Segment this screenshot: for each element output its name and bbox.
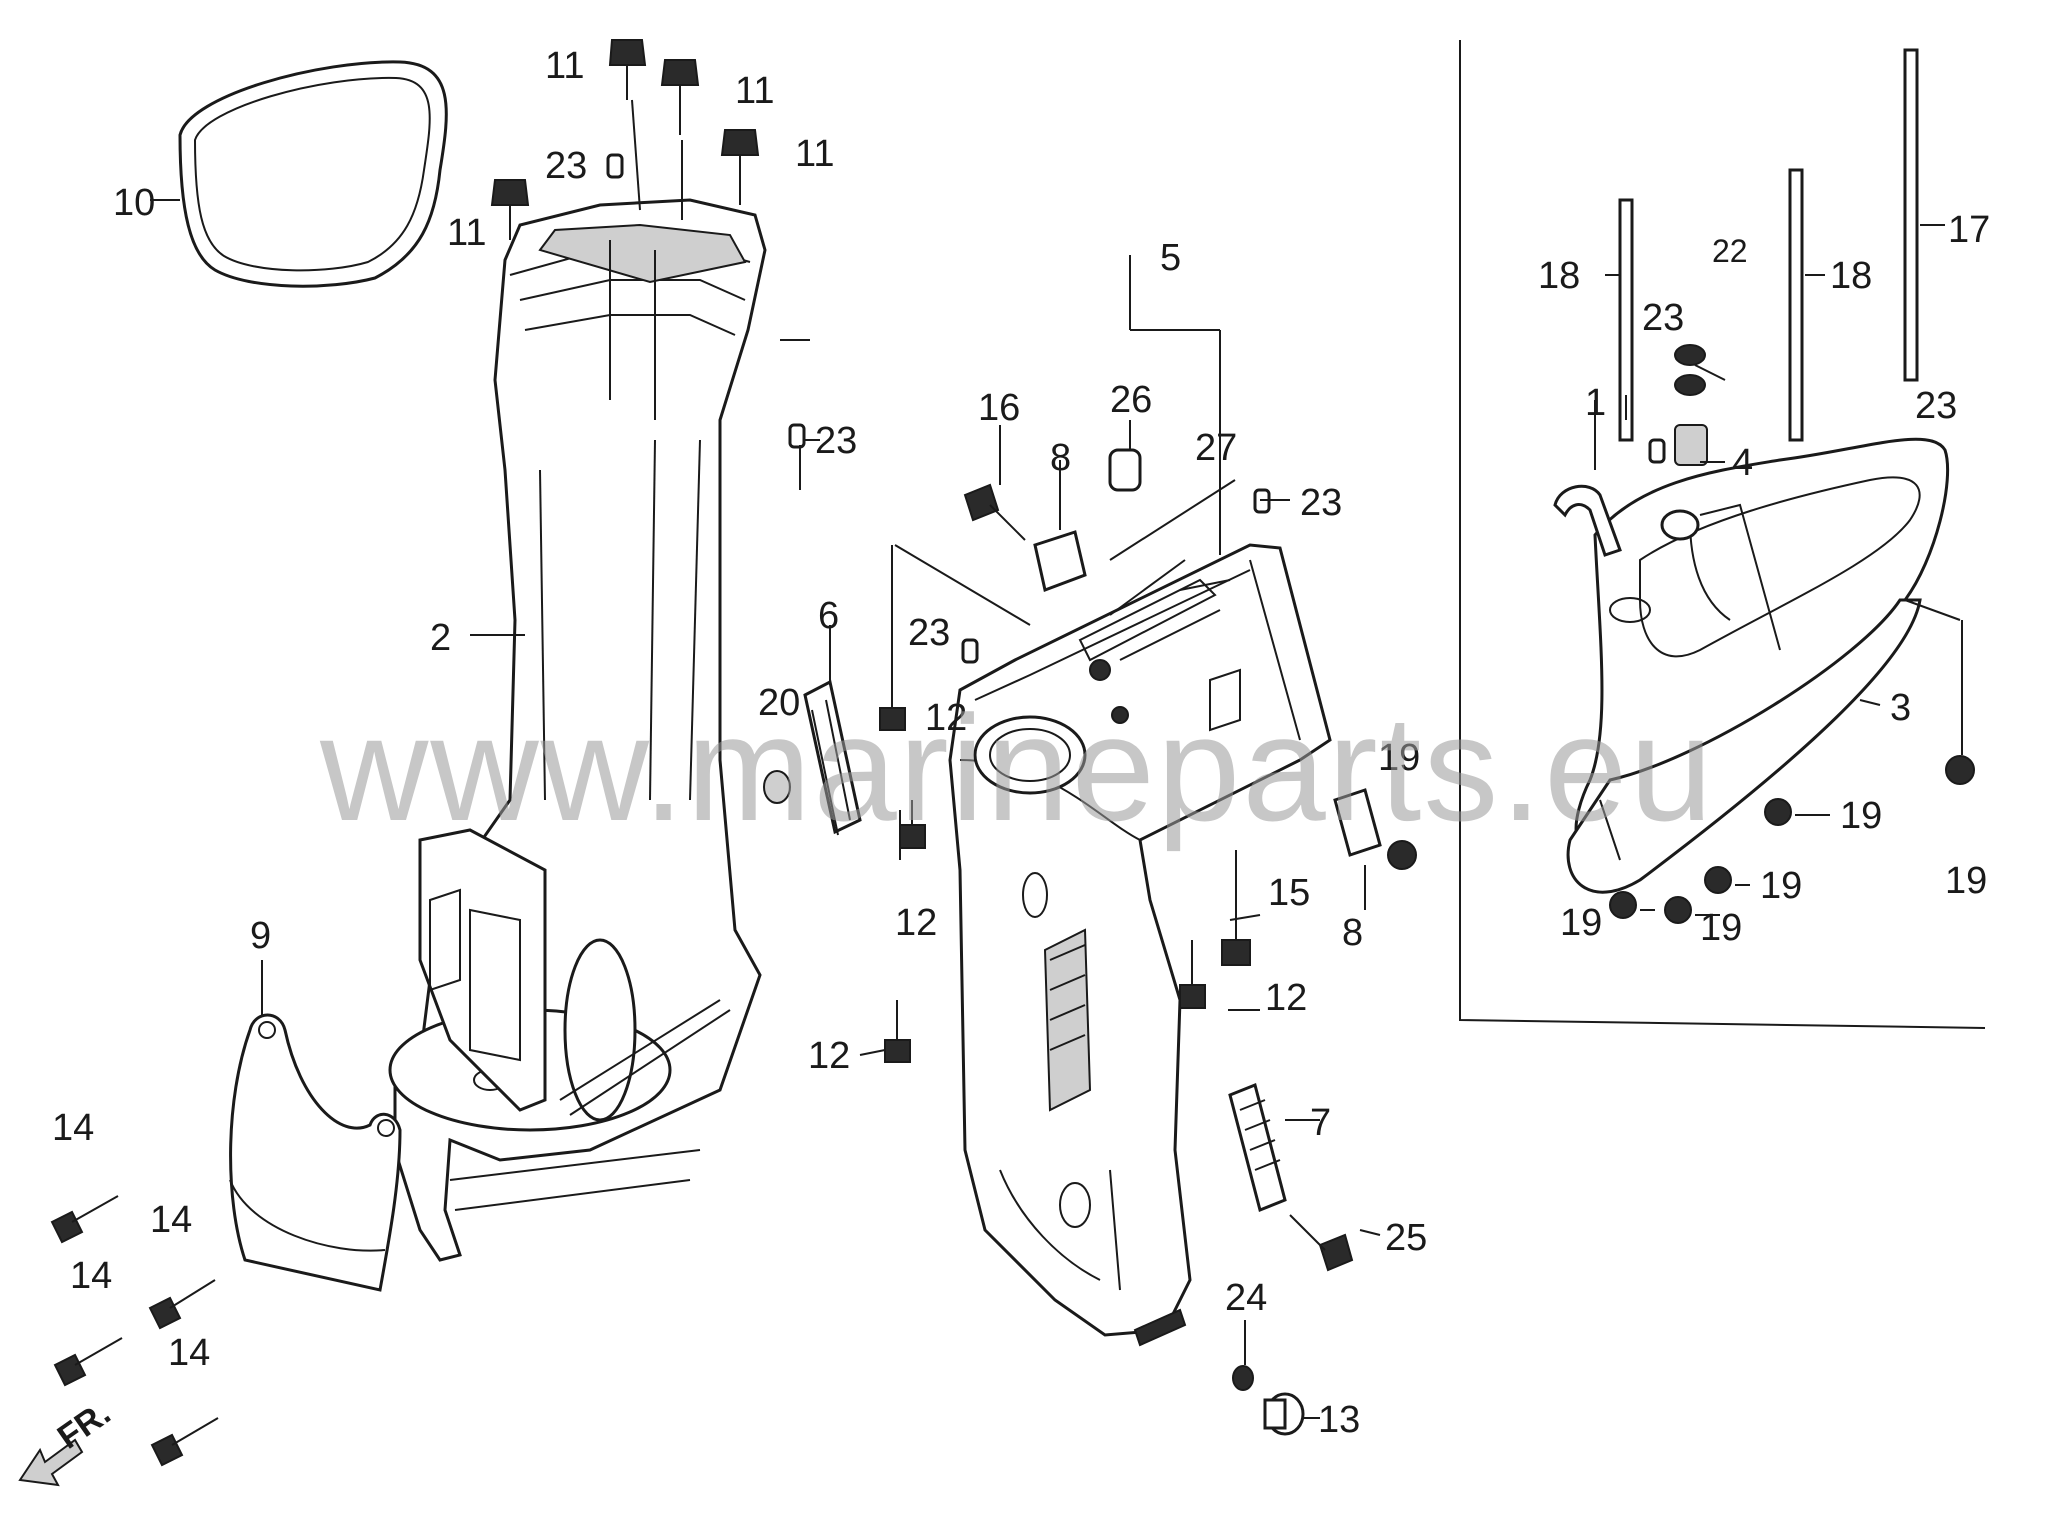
plug-20 [763,770,791,804]
callout-8: 8 [1342,912,1363,954]
callout-2: 2 [430,617,451,659]
bolt-14-set [50,1195,219,1467]
callout-23: 23 [1642,297,1684,339]
bolt-25 [1289,1214,1354,1272]
pad-8-set [1033,530,1382,857]
callout-6: 6 [818,595,839,637]
callout-18: 18 [1830,255,1872,297]
callout-18: 18 [1538,255,1580,297]
callout-14: 14 [168,1332,210,1374]
callout-23: 23 [1915,385,1957,427]
callout-4: 4 [1732,442,1753,484]
inset-pickup-1 [1553,484,1622,557]
water-screen-7 [1228,1082,1287,1213]
callout-23: 23 [1300,482,1342,524]
callout-11: 11 [795,133,834,175]
drain-plug-13 [1263,1392,1305,1436]
water-screen-6 [803,679,862,836]
cap-26 [1108,448,1142,492]
bolt-16 [963,483,1026,541]
callout-23: 23 [815,420,857,462]
callout-15: 15 [1268,872,1310,914]
inset-nut-19-set [1609,755,1975,924]
dowel-pin-set [606,153,1666,664]
callout-22: 22 [1712,233,1748,269]
callout-9: 9 [250,915,271,957]
callout-12: 12 [895,902,937,944]
exhaust-bracket [229,1013,402,1292]
callout-13: 13 [1318,1399,1360,1441]
inset-nut-stack [1660,344,1708,541]
inset-studs [1618,48,1919,442]
callout-17: 17 [1948,209,1990,251]
callout-12: 12 [1265,977,1307,1019]
callout-26: 26 [1110,379,1152,421]
callout-19: 19 [1945,860,1987,902]
callout-19: 19 [1700,907,1742,949]
callout-23: 23 [908,612,950,654]
bolt-11-set [490,39,760,240]
leader-lines [150,199,1381,1419]
callout-5: 5 [1160,237,1181,279]
bolt-15 [1221,850,1251,966]
callout-11: 11 [735,70,774,112]
inset-frame [1459,40,1986,1029]
callout-1: 1 [1585,382,1606,424]
callout-16: 16 [978,387,1020,429]
callout-19: 19 [1378,737,1420,779]
extension-case [388,198,767,1262]
lower-case-assembly [948,543,1332,1347]
callout-27: 27 [1195,427,1237,469]
callout-24: 24 [1225,1277,1267,1319]
gasket-ring [178,60,448,288]
callout-12: 12 [925,697,967,739]
callout-10: 10 [113,182,155,224]
callout-11: 11 [545,45,584,87]
callout-14: 14 [70,1255,112,1297]
bolt-12-set [879,670,1206,1063]
inset-oil-pan [1566,437,1950,894]
callout-7: 7 [1310,1102,1331,1144]
callout-14: 14 [52,1107,94,1149]
callout-3: 3 [1890,687,1911,729]
callout-11: 11 [447,212,486,254]
callout-12: 12 [808,1035,850,1077]
nut-19-center [1387,840,1417,870]
washer-24 [1232,1365,1254,1391]
inset-leaders [1594,224,1963,916]
callout-labels: 10 11 11 11 11 23 23 2 9 14 14 14 14 5 2… [52,45,1990,1441]
callout-19: 19 [1760,865,1802,907]
front-direction-arrow: FR. [18,1394,118,1487]
watermark-text: www.marineparts.eu [319,684,1715,852]
callout-19: 19 [1840,795,1882,837]
front-direction-label: FR. [51,1394,118,1457]
callout-25: 25 [1385,1217,1427,1259]
callout-23: 23 [545,145,587,187]
callout-19: 19 [1560,902,1602,944]
callout-8: 8 [1050,437,1071,479]
callout-20: 20 [758,682,800,724]
callout-14: 14 [150,1199,192,1241]
